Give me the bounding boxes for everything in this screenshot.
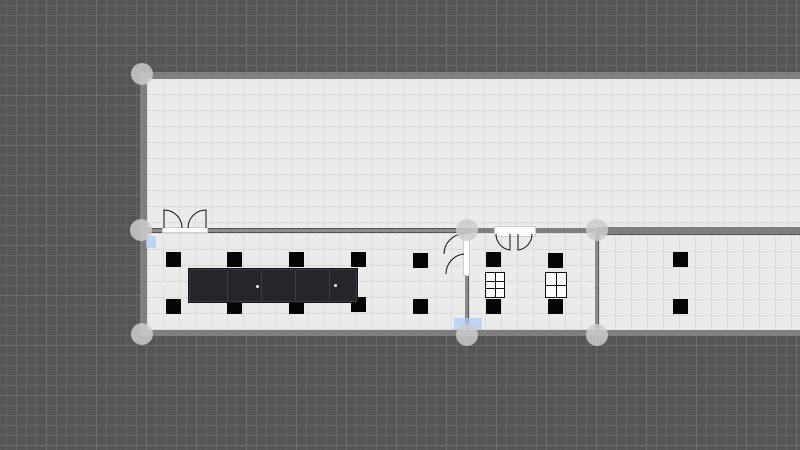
marker-dot: [583, 282, 585, 284]
wall-vertex-handle-icon[interactable]: [456, 324, 478, 346]
wall-top[interactable]: [142, 72, 800, 79]
wall-vertex-handle-icon[interactable]: [456, 219, 478, 241]
wall-vertex-handle-icon[interactable]: [130, 219, 152, 241]
door-storage-top-panel[interactable]: [494, 226, 536, 237]
wall-partition-meeting-storage[interactable]: [465, 230, 468, 332]
chair-icon[interactable]: [413, 253, 428, 268]
table-anchor-dot: [256, 285, 259, 288]
wall-vertex-handle-icon[interactable]: [586, 324, 608, 346]
conference-table-icon[interactable]: [188, 268, 358, 303]
table-anchor-dot: [334, 284, 337, 287]
chair-icon[interactable]: [673, 299, 688, 314]
wall-vertex-handle-icon[interactable]: [131, 323, 153, 345]
chair-icon[interactable]: [413, 299, 428, 314]
marker-dot: [163, 283, 165, 285]
chair-icon[interactable]: [486, 252, 501, 267]
marker-dot: [427, 282, 429, 284]
chair-icon[interactable]: [166, 299, 181, 314]
cabinet-shelf: [486, 281, 504, 282]
wall-left[interactable]: [140, 72, 147, 335]
window-meeting-left[interactable]: [146, 236, 156, 248]
chair-icon[interactable]: [548, 299, 563, 314]
door-meeting-panel[interactable]: [162, 227, 208, 233]
table-seam: [329, 271, 330, 300]
chair-icon[interactable]: [289, 252, 304, 267]
chair-icon[interactable]: [673, 252, 688, 267]
table-seam: [227, 271, 228, 300]
cabinet-shelf: [486, 288, 504, 289]
wall-interior-meeting-top[interactable]: [147, 229, 465, 232]
cabinet-icon[interactable]: [485, 272, 505, 298]
table-seam: [261, 271, 262, 300]
table-seam: [295, 271, 296, 300]
wall-partition-storage-office[interactable]: [595, 230, 598, 332]
wall-vertex-handle-icon[interactable]: [131, 63, 153, 85]
chair-icon[interactable]: [351, 252, 366, 267]
cabinet-divider: [495, 273, 496, 297]
room-office[interactable]: [599, 235, 800, 330]
chair-icon[interactable]: [548, 253, 563, 268]
room-open-area[interactable]: [147, 78, 800, 228]
double-door-swing-icon[interactable]: [494, 234, 534, 252]
double-door-swing-icon[interactable]: [160, 204, 210, 230]
chair-icon[interactable]: [166, 252, 181, 267]
wall-vertex-handle-icon[interactable]: [586, 219, 608, 241]
cabinet-icon[interactable]: [545, 272, 567, 298]
chair-icon[interactable]: [227, 252, 242, 267]
wall-interior-office-top[interactable]: [597, 227, 800, 234]
cabinet-shelf: [546, 285, 566, 286]
chair-icon[interactable]: [486, 299, 501, 314]
